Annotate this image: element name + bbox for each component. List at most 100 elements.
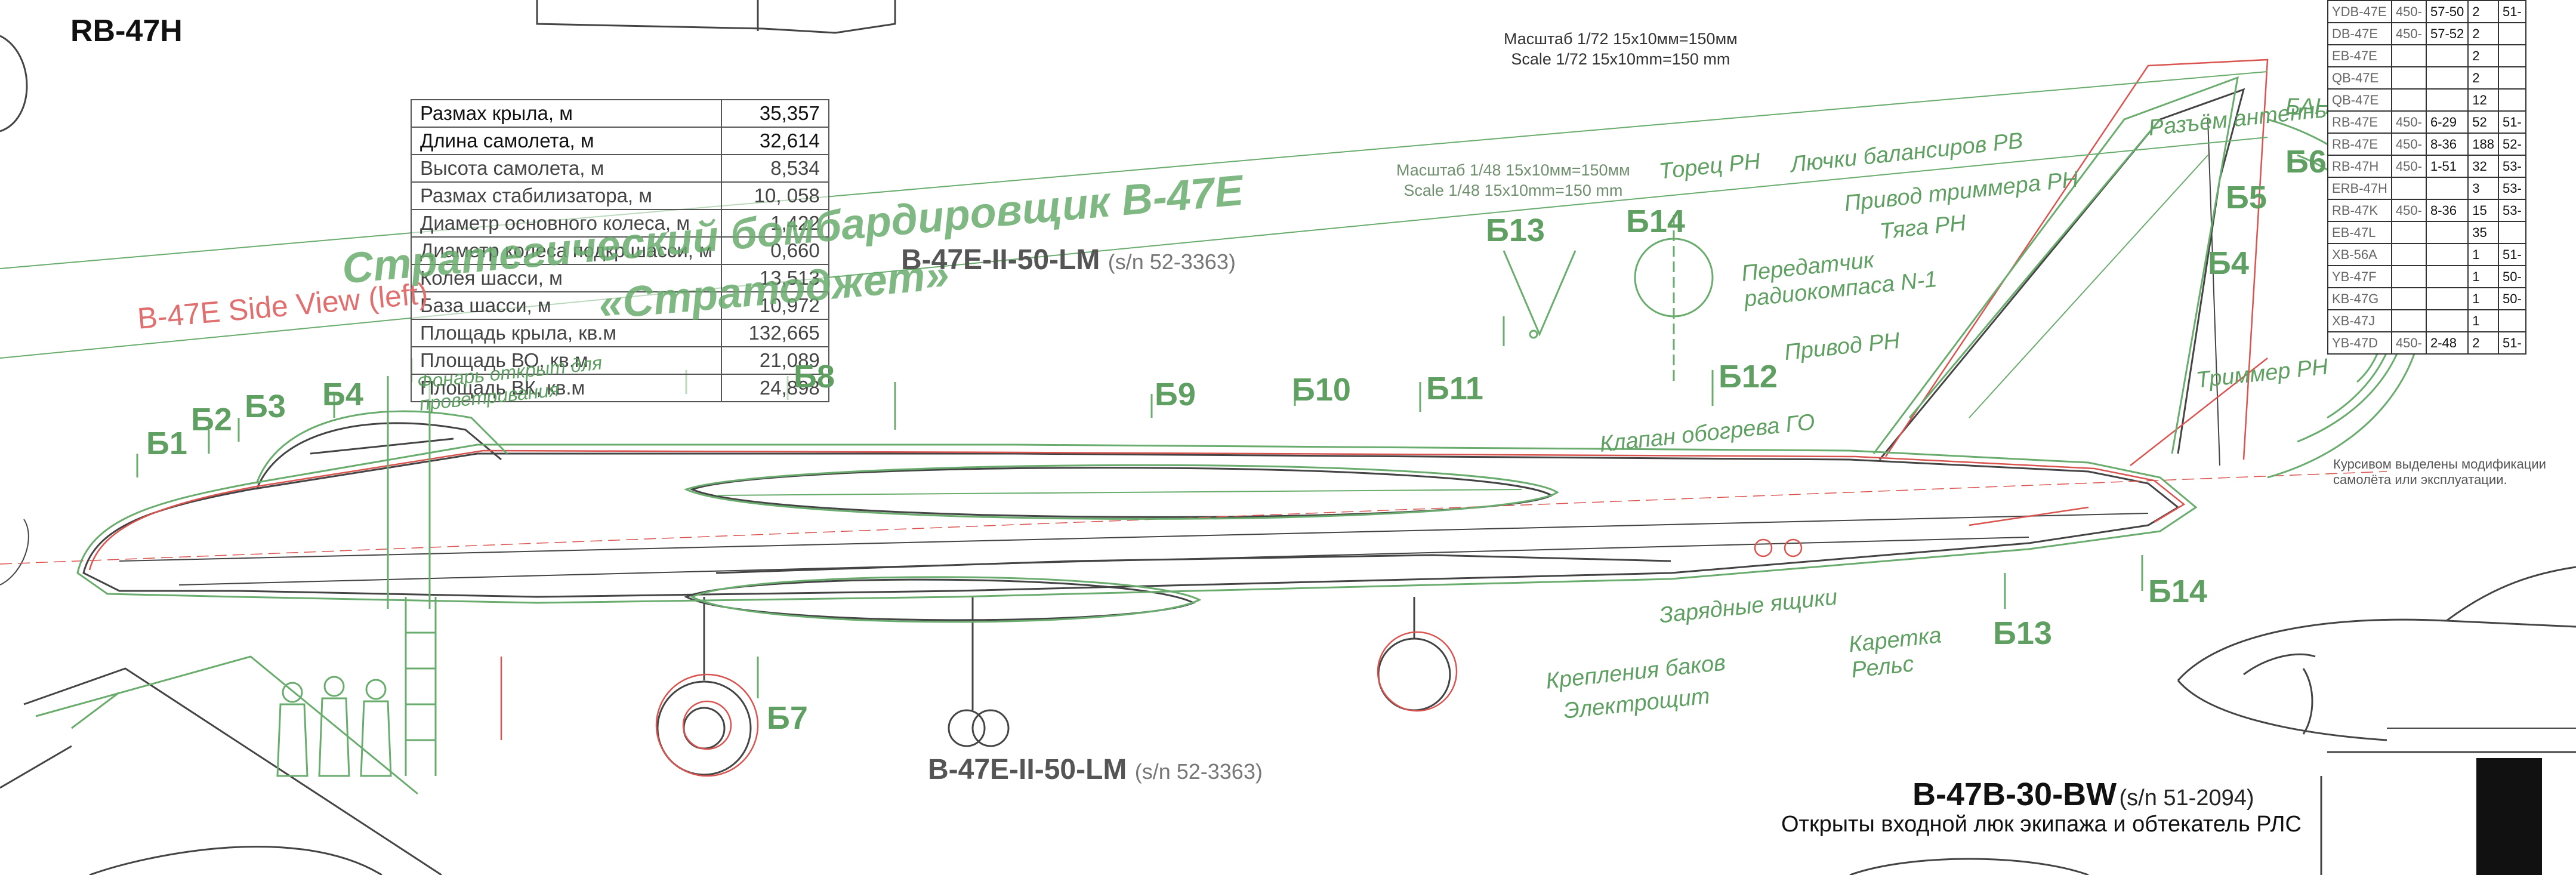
modification-cell: ERB-47H: [2327, 177, 2392, 200]
modification-cell: 1: [2467, 309, 2499, 332]
modification-cell: 15: [2467, 199, 2499, 222]
modification-cell: RB-47E: [2327, 133, 2392, 156]
modification-cell: 450-: [2390, 331, 2427, 355]
scale-1-48-line1: Масштаб 1/48 15х10мм=150мм: [1396, 161, 1630, 179]
modification-cell: 6-29: [2425, 110, 2469, 134]
modification-cell: [2390, 287, 2427, 310]
modification-cell: EB-47E: [2327, 44, 2392, 67]
modification-cell: [2425, 243, 2469, 266]
spec-label: База шасси, м: [411, 291, 722, 320]
modification-cell: 450-: [2390, 199, 2427, 222]
modification-cell: [2425, 221, 2469, 244]
modification-cell: 51-: [2497, 110, 2526, 134]
spec-value: 1,422: [720, 209, 829, 238]
corner-title: RB-47H: [70, 14, 183, 48]
modification-cell: KB-47G: [2327, 287, 2392, 310]
red-outline: [0, 58, 2387, 777]
modification-cell: EB-47L: [2327, 221, 2392, 244]
modification-cell: 51-: [2497, 331, 2526, 355]
station-b14-detail: Б14: [1626, 204, 1685, 239]
modification-row: XB-47J 1: [2327, 309, 2526, 332]
modification-cell: 1-51: [2425, 155, 2469, 178]
scale-1-72: Масштаб 1/72 15х10мм=150мм Scale 1/72 15…: [1504, 29, 1738, 69]
modification-cell: 57-50: [2425, 0, 2469, 23]
station-b4: Б4: [322, 377, 363, 412]
modification-cell: YDB-47E: [2327, 0, 2392, 23]
modification-cell: 35: [2467, 221, 2499, 244]
model-bottom-sn: (s/n 52-3363): [1134, 759, 1263, 784]
scale-1-72-line2: Scale 1/72 15x10mm=150 mm: [1511, 50, 1730, 68]
spec-value: 8,534: [720, 154, 829, 183]
modification-cell: [2425, 309, 2469, 332]
bw-caption: Открыты входной люк экипажа и обтекатель…: [1781, 812, 2302, 837]
modification-cell: 53-: [2497, 177, 2526, 200]
station-b9: Б9: [1155, 377, 1196, 412]
spec-value: 10, 058: [720, 181, 829, 210]
modification-cell: 2: [2467, 331, 2499, 355]
bw-name: B-47B-30-BW: [1912, 777, 2117, 812]
modification-cell: [2425, 177, 2469, 200]
station-b13: Б13: [1993, 615, 2052, 651]
modification-cell: 51-: [2497, 0, 2526, 23]
modification-cell: XB-47J: [2327, 309, 2392, 332]
modification-cell: 450-: [2390, 155, 2427, 178]
modification-cell: [2390, 66, 2427, 90]
modification-cell: [2390, 243, 2427, 266]
modification-note: Курсивом выделены модификации самолёта и…: [2333, 457, 2546, 487]
modification-cell: [2497, 44, 2526, 67]
spec-value: 35,357: [720, 99, 829, 128]
modification-cell: 2-48: [2425, 331, 2469, 355]
station-b2: Б2: [191, 402, 232, 438]
modification-cell: QB-47E: [2327, 66, 2392, 90]
modification-cell: [2390, 177, 2427, 200]
modification-cell: [2390, 309, 2427, 332]
modification-cell: DB-47E: [2327, 22, 2392, 45]
bw-sn: (s/n 51-2094): [2119, 785, 2254, 811]
modification-cell: 32: [2467, 155, 2499, 178]
station-b6: Б6: [2285, 144, 2327, 180]
scale-1-48-line2: Scale 1/48 15x10mm=150 mm: [1403, 181, 1623, 199]
modification-cell: 450-: [2390, 0, 2427, 23]
modification-cell: RB-47H: [2327, 155, 2392, 178]
modification-cell: [2497, 88, 2526, 112]
station-b4-right: Б4: [2208, 245, 2249, 281]
spec-value: 0,660: [720, 236, 829, 265]
spec-label: Колея шасси, м: [411, 264, 722, 292]
modification-cell: 52-: [2497, 133, 2526, 156]
station-b3: Б3: [245, 389, 286, 424]
spec-value: 10,972: [720, 291, 829, 320]
modification-cell: [2390, 88, 2427, 112]
modification-cell: 12: [2467, 88, 2499, 112]
station-b14: Б14: [2148, 574, 2207, 609]
modification-cell: 2: [2467, 44, 2499, 67]
spec-value: 32,614: [720, 127, 829, 155]
spec-label: Площадь ВО, кв.м: [411, 346, 722, 375]
model-top-sn: (s/n 52-3363): [1107, 249, 1236, 274]
modification-cell: 2: [2467, 0, 2499, 23]
modification-cell: [2390, 265, 2427, 288]
station-b5: Б5: [2226, 180, 2267, 215]
modification-cell: 50-: [2497, 287, 2526, 310]
modification-cell: 450-: [2390, 133, 2427, 156]
modification-cell: [2497, 309, 2526, 332]
modification-cell: [2425, 287, 2469, 310]
spec-label: Диаметр основного колеса, м: [411, 209, 722, 238]
